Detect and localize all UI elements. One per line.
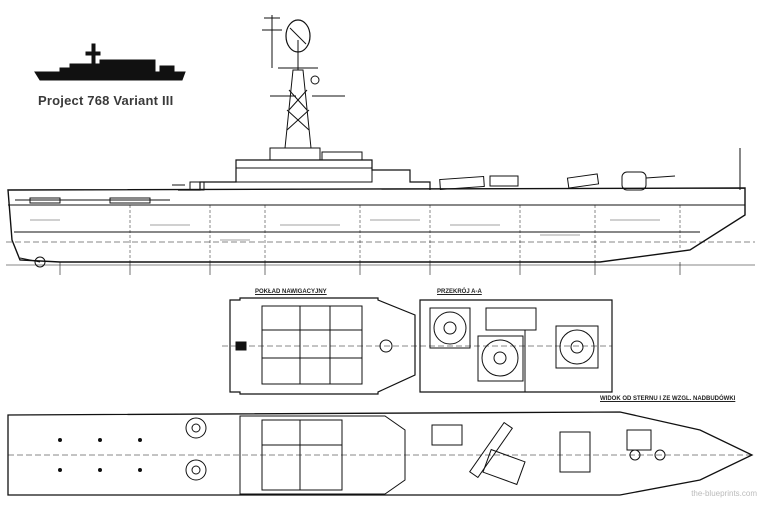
section-aa-label: PRZEKRÓJ A-A xyxy=(437,289,482,295)
navigation-deck-label: POKŁAD NAWIGACYJNY xyxy=(255,289,327,295)
drawing-title: Project 768 Variant III xyxy=(38,93,174,108)
watermark: the-blueprints.com xyxy=(691,489,757,498)
side-profile xyxy=(6,15,755,275)
view-from-stern-label: WIDOK OD STERNU I ZE WZGL. NADBUDÓWKI xyxy=(600,396,736,402)
deck-plan-view xyxy=(7,411,754,496)
section-a-a xyxy=(419,299,613,393)
ship-thumbnail xyxy=(34,43,186,81)
navigation-deck-plan xyxy=(222,297,420,395)
